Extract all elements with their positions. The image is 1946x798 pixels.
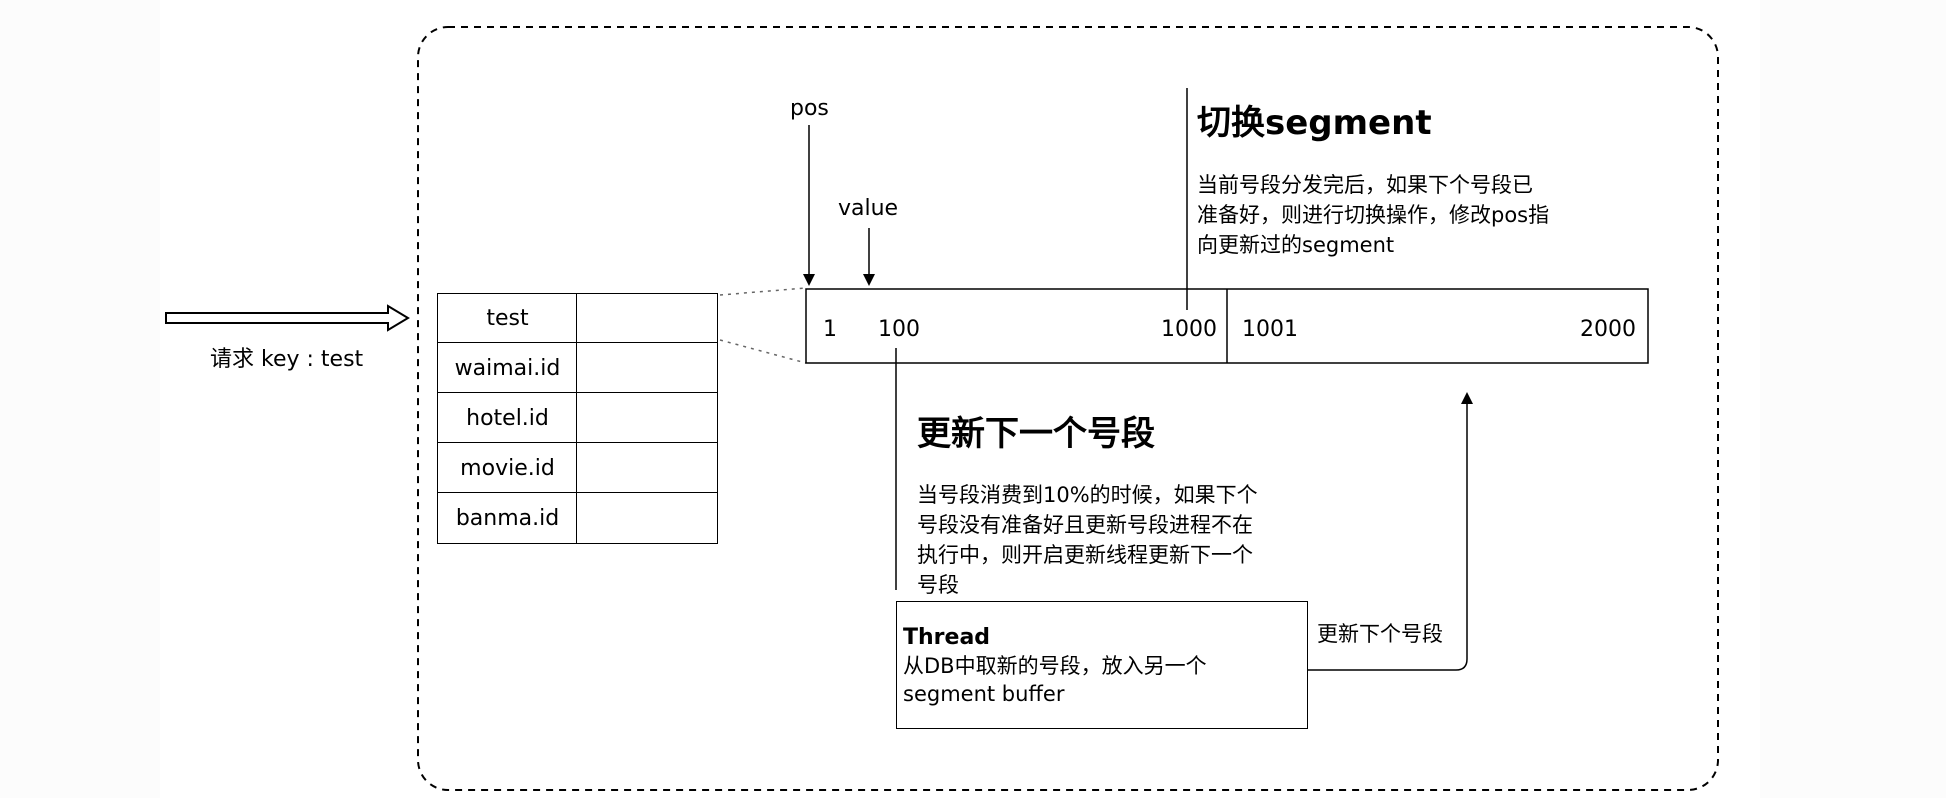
key-label-waimai: waimai.id bbox=[454, 356, 561, 381]
segment1-end: 1000 bbox=[1161, 317, 1217, 342]
pos-label: pos bbox=[790, 96, 829, 121]
thread-to-segment-arrow bbox=[1308, 392, 1473, 671]
switch-segment-text: 当前号段分发完后，如果下个号段已 准备好，则进行切换操作，修改pos指 向更新过… bbox=[1197, 173, 1550, 257]
value-cell-banma bbox=[576, 492, 718, 544]
value-cell-hotel bbox=[576, 392, 718, 444]
update-arrow-label: 更新下个号段 bbox=[1317, 622, 1443, 646]
thread-box: Thread 从DB中取新的号段，放入另一个 segment buffer bbox=[896, 601, 1308, 729]
key-cell-test[interactable] bbox=[437, 293, 578, 344]
key-cell-waimai[interactable] bbox=[437, 342, 578, 394]
update-segment-text: 当号段消费到10%的时候，如果下个 号段没有准备好且更新号段进程不在 执行中，则… bbox=[917, 483, 1258, 597]
zoom-line-bottom bbox=[719, 339, 807, 364]
key-cell-banma[interactable] bbox=[437, 492, 578, 544]
thread-title: Thread bbox=[903, 625, 991, 650]
container-outline bbox=[417, 26, 1719, 791]
segment1-start: 1 bbox=[823, 317, 837, 342]
value-label: value bbox=[838, 196, 899, 221]
zoom-line-top bbox=[719, 287, 807, 296]
segment2-end: 2000 bbox=[1580, 317, 1636, 342]
request-arrow bbox=[165, 304, 410, 332]
key-label-test: test bbox=[486, 306, 529, 331]
thread-description: 从DB中取新的号段，放入另一个 segment buffer bbox=[903, 654, 1207, 706]
key-label-movie: movie.id bbox=[460, 456, 555, 481]
value-cell-waimai bbox=[576, 342, 718, 394]
key-cell-movie[interactable] bbox=[437, 442, 578, 494]
request-label: 请求 key : test bbox=[210, 347, 364, 372]
update-segment-title: 更新下一个号段 bbox=[917, 414, 1155, 454]
value-cell-test bbox=[576, 293, 718, 344]
key-cell-hotel[interactable] bbox=[437, 392, 578, 444]
key-label-banma: banma.id bbox=[455, 506, 560, 531]
value-cell-movie bbox=[576, 442, 718, 494]
segment2-start: 1001 bbox=[1242, 317, 1298, 342]
switch-segment-title: 切换segment bbox=[1197, 103, 1432, 143]
key-label-hotel: hotel.id bbox=[466, 406, 549, 431]
segment1-current: 100 bbox=[878, 317, 920, 342]
